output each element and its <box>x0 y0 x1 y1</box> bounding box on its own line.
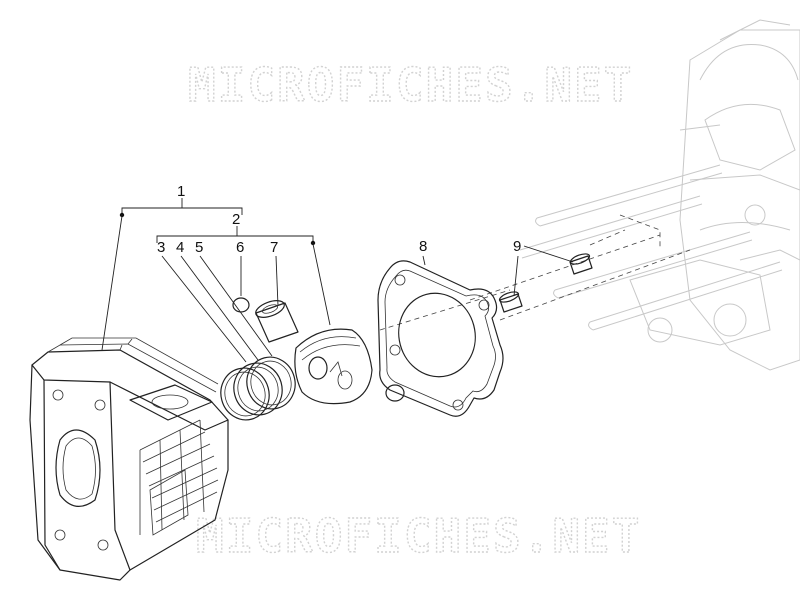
cylinder-base-gasket <box>377 260 504 417</box>
callout-2: 2 <box>232 211 240 228</box>
callout-4: 4 <box>176 239 184 256</box>
piston-pin-clip <box>232 297 250 313</box>
piston <box>294 328 373 405</box>
callout-labels: 1 2 3 4 5 6 7 8 9 <box>157 183 521 256</box>
cylinder-block <box>29 337 229 581</box>
watermark-top: MICROFICHES.NET <box>188 58 633 112</box>
callout-3: 3 <box>157 239 165 256</box>
callout-6: 6 <box>236 239 244 256</box>
piston-rings <box>220 356 296 421</box>
leader-lines <box>101 215 574 363</box>
piston-pin <box>255 300 299 343</box>
centering-dowel-lower <box>498 291 523 313</box>
piston-pin-clip-2 <box>385 384 405 402</box>
alignment-lines <box>379 214 691 331</box>
callout-7: 7 <box>270 239 278 256</box>
callout-1: 1 <box>177 183 185 200</box>
engine-crankcase-ghost <box>629 19 800 371</box>
callout-brackets <box>119 198 316 246</box>
centering-dowel-upper <box>569 253 593 275</box>
callout-9: 9 <box>513 238 521 255</box>
callout-8: 8 <box>419 238 427 255</box>
cylinder-studs <box>519 164 783 331</box>
watermark-bottom: MICROFICHES.NET <box>196 509 641 563</box>
callout-5: 5 <box>195 239 203 256</box>
